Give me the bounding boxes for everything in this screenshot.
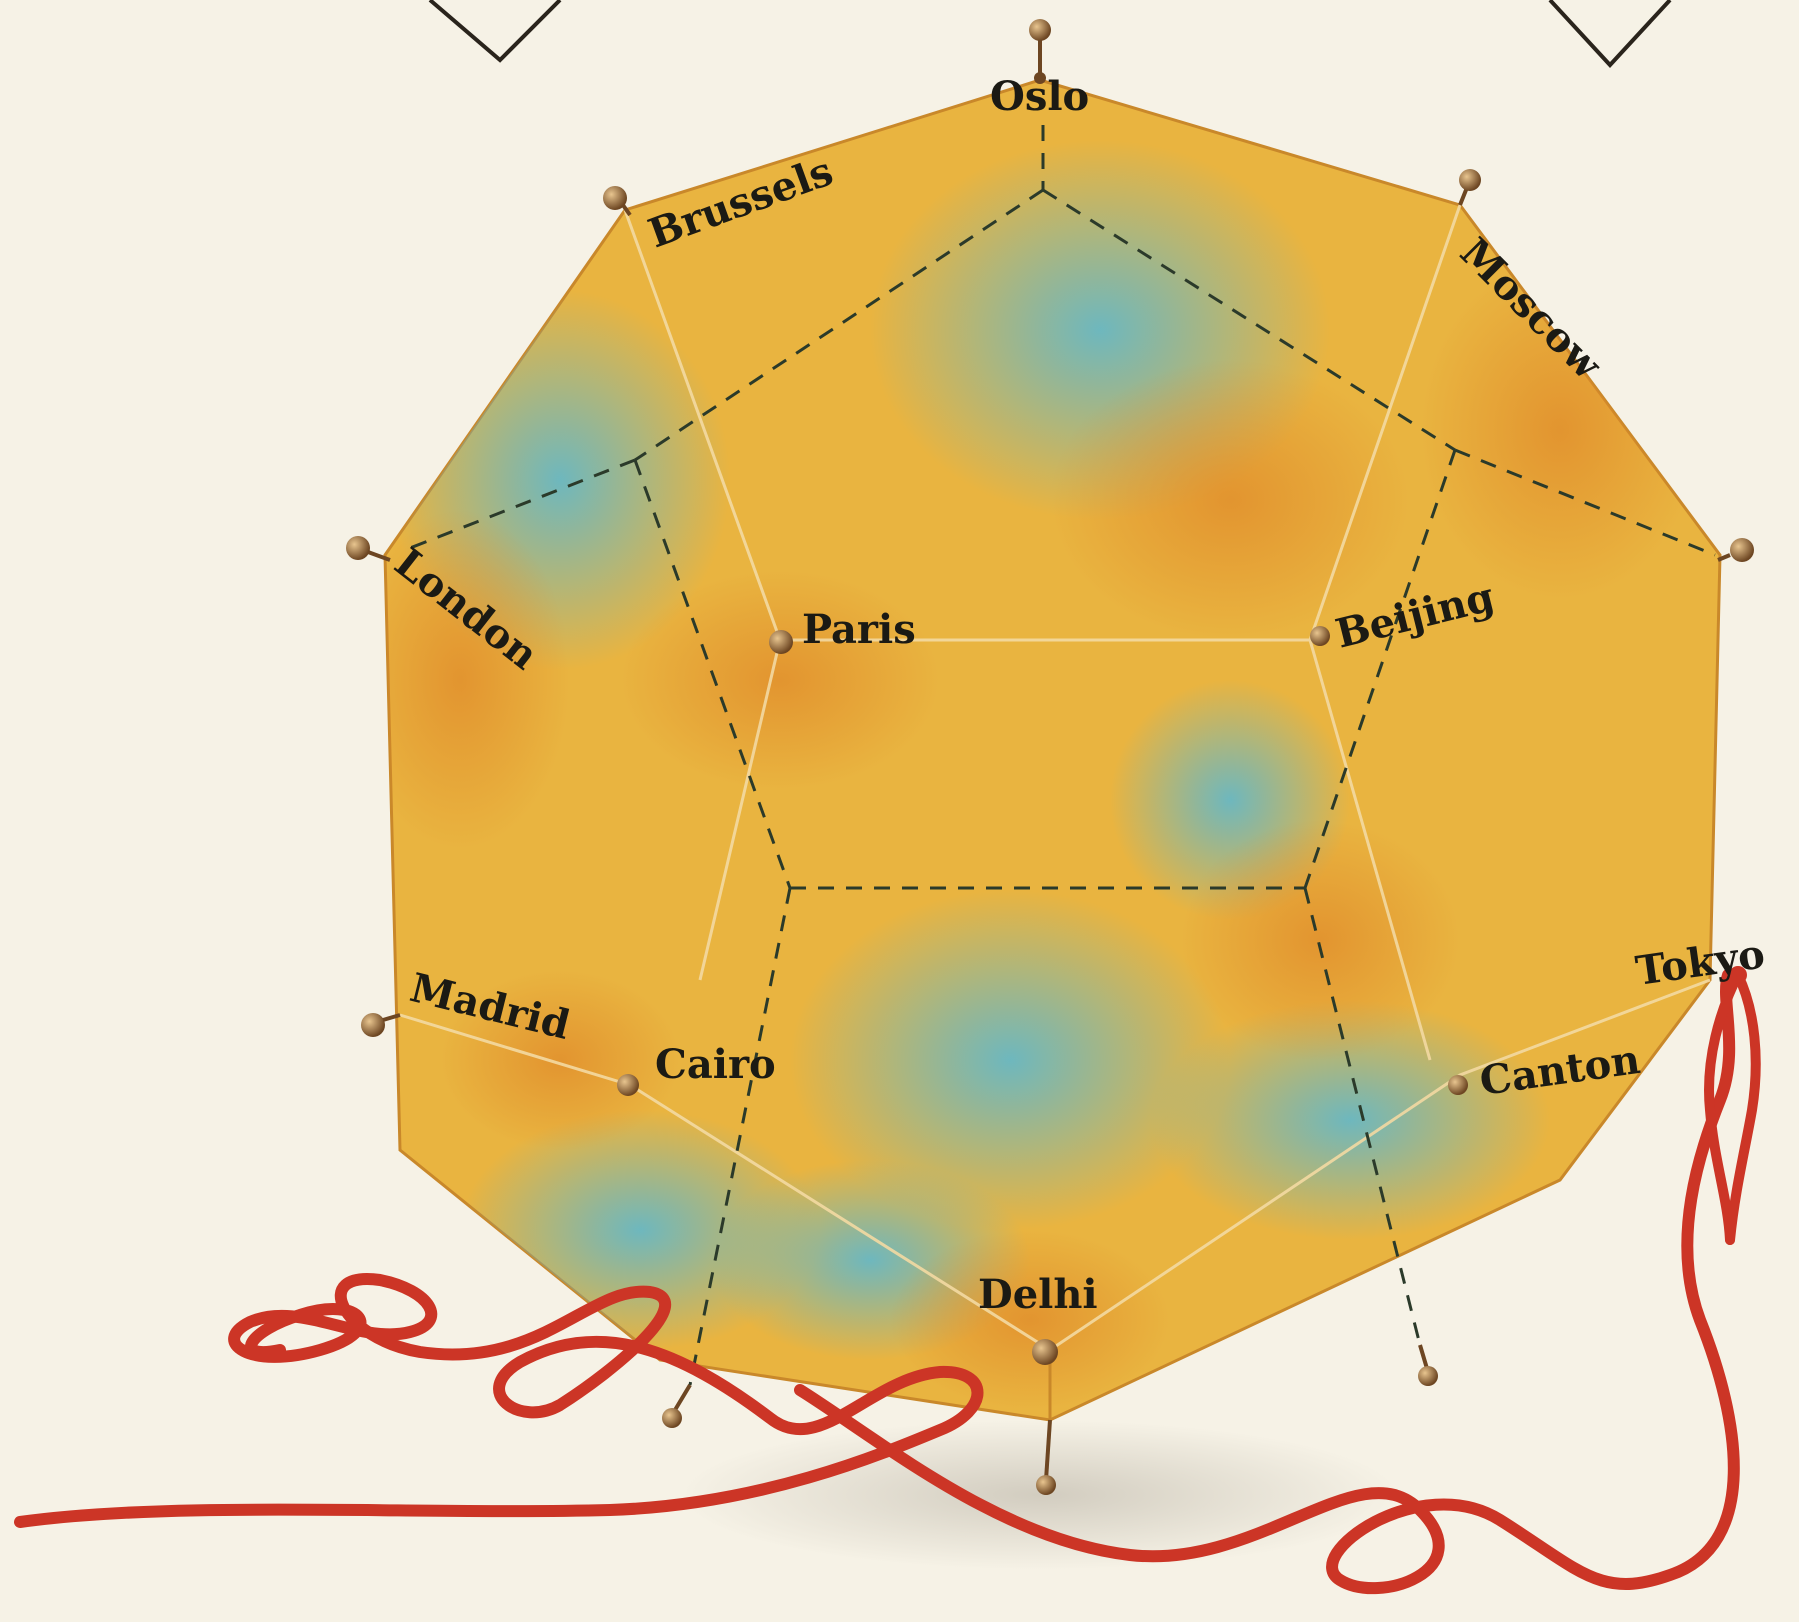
label-cairo: Cairo (655, 1041, 776, 1088)
hidden-edges (404, 125, 1716, 1386)
watercolor-texture (385, 140, 1700, 1410)
pin-beijing (1310, 626, 1330, 646)
pin-bottom-left (662, 1383, 692, 1428)
red-thread (14, 969, 1740, 1595)
thread-loop-at-tokyo (1704, 966, 1761, 1245)
top-right-frame-corner (1548, 0, 1672, 68)
pin-paris (769, 630, 793, 654)
pin-madrid (361, 1013, 401, 1037)
pin-london (346, 536, 391, 562)
pin-bottom (1036, 1419, 1056, 1495)
ground-shadow (680, 1420, 1400, 1570)
pin-delhi (1032, 1339, 1058, 1365)
pin-right-upper (1717, 538, 1754, 562)
pin-moscow (1458, 169, 1481, 206)
top-left-frame-corner (428, 0, 562, 63)
pin-cairo (617, 1074, 639, 1096)
label-delhi: Delhi (978, 1271, 1098, 1318)
label-paris: Paris (802, 606, 916, 653)
vertex-pins (346, 19, 1754, 1495)
pin-brussels (603, 186, 632, 217)
pin-canton (1448, 1075, 1468, 1095)
label-oslo: Oslo (990, 73, 1089, 120)
pin-oslo (1029, 19, 1051, 84)
pin-bottom-right (1418, 1344, 1438, 1386)
dodecahedron (383, 78, 1722, 1422)
